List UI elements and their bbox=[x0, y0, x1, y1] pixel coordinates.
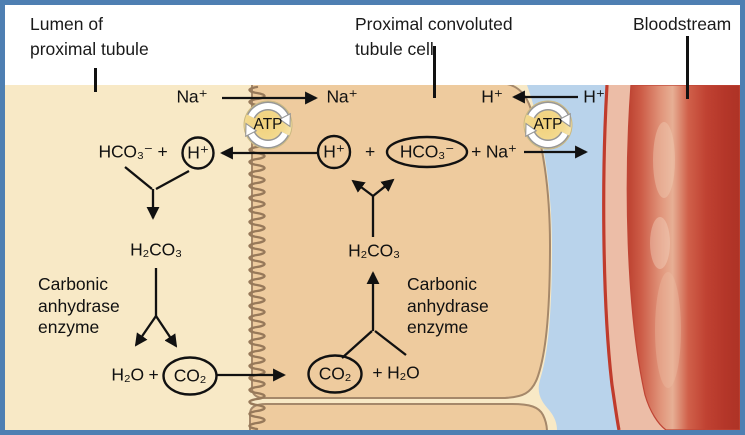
blood-vessel bbox=[602, 85, 740, 430]
atp-label-basolateral: ATP bbox=[533, 116, 563, 133]
mol-co2-lumen: CO₂ bbox=[173, 365, 207, 386]
label-cell-title: Proximal convoluted tubule cell bbox=[355, 14, 513, 59]
molecule-outlines bbox=[162, 134, 469, 396]
mol-na-cell: Na⁺ bbox=[326, 86, 358, 107]
reaction-arrows bbox=[124, 90, 588, 382]
mol-hco3-cell: HCO₃⁻ bbox=[399, 141, 455, 162]
mol-h2co3-lumen: H₂CO₃ bbox=[130, 239, 182, 260]
diagram-graphics bbox=[124, 85, 740, 430]
mol-h-baso-right: H⁺ bbox=[583, 86, 605, 107]
mol-hco3-plus-lumen: HCO₃⁻ + bbox=[98, 141, 168, 162]
mol-h-lumen: H⁺ bbox=[187, 142, 209, 163]
mol-h2o-plus-lumen: H₂O + bbox=[111, 364, 159, 385]
pointer-line-bloodstream bbox=[686, 36, 689, 99]
mol-plus-cell: + bbox=[364, 141, 376, 162]
mol-h-baso-left: H⁺ bbox=[481, 86, 503, 107]
label-lumen: Lumen of proximal tubule bbox=[30, 14, 149, 59]
pointer-line-lumen bbox=[94, 68, 97, 92]
atp-label-apical: ATP bbox=[253, 116, 283, 133]
label-enzyme-lumen: Carbonic anhydrase enzyme bbox=[38, 274, 120, 337]
pointer-line-cell bbox=[433, 46, 436, 98]
mol-plus-h2o-cell: + H₂O bbox=[372, 362, 420, 383]
mol-h2co3-cell: H₂CO₃ bbox=[348, 240, 400, 261]
label-bloodstream: Bloodstream bbox=[633, 14, 732, 34]
mol-co2-cell: CO₂ bbox=[318, 363, 352, 384]
label-enzyme-cell: Carbonic anhydrase enzyme bbox=[407, 274, 489, 337]
cell-below-shape bbox=[249, 403, 548, 430]
mol-na-lumen: Na⁺ bbox=[176, 86, 208, 107]
mol-plus-na-cell: + Na⁺ bbox=[471, 141, 517, 162]
diagram-canvas bbox=[5, 85, 740, 430]
mol-h-cell: H⁺ bbox=[323, 141, 345, 162]
